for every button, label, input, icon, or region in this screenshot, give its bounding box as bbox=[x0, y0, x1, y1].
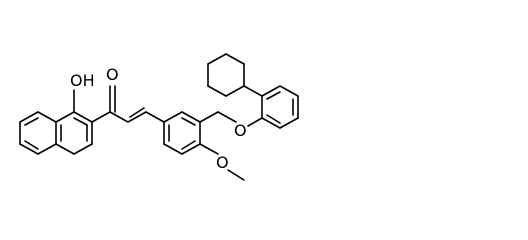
bond-methoxy-methyl bbox=[227, 169, 245, 181]
bond-ring-carbonyl bbox=[91, 111, 111, 123]
cyclohexane-ring bbox=[207, 53, 245, 97]
naphthalene-ring-left bbox=[19, 111, 57, 155]
alkene-bond bbox=[127, 111, 147, 123]
ketone-oxygen-label: O bbox=[106, 65, 119, 84]
central-benzene-ring bbox=[163, 111, 201, 155]
phenyl-ring-right bbox=[261, 85, 299, 129]
bond-beta-ring bbox=[145, 111, 165, 123]
hydroxyl-label: OH bbox=[70, 71, 95, 90]
bond-ring-ch2 bbox=[199, 111, 219, 123]
naphthalene-ring-right bbox=[55, 111, 93, 155]
bond-ring-methoxy bbox=[199, 143, 219, 155]
chemical-structure: OH O O O bbox=[19, 53, 299, 181]
methoxy-oxygen-label: O bbox=[216, 153, 229, 172]
bond-o-aryl bbox=[247, 117, 263, 127]
ether-oxygen-label: O bbox=[234, 121, 247, 140]
bond-ch2-o bbox=[217, 111, 237, 123]
bond-aryl-cyclohexyl bbox=[243, 85, 263, 97]
alkene-bond-2 bbox=[129, 107, 145, 118]
bond-carbonyl-alpha bbox=[109, 111, 129, 123]
